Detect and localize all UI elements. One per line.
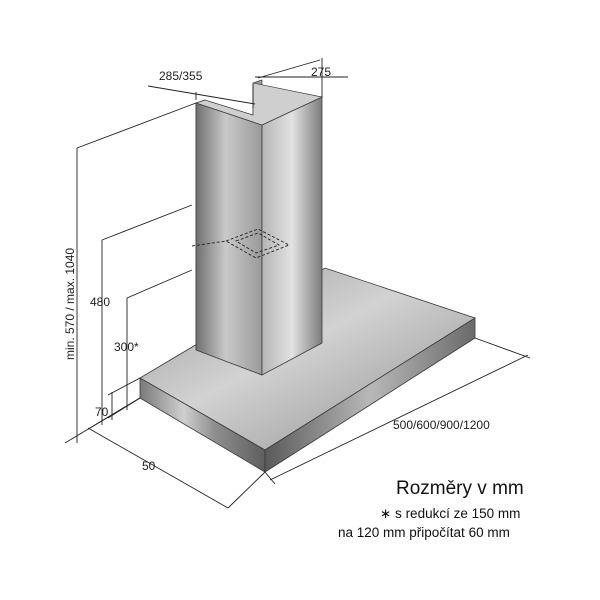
chimney-left-face [195,102,263,376]
legend-note-line-1: ∗ s redukcí ze 150 mm [380,506,520,521]
dimension-legend: Rozměry v mm ∗ s redukcí ze 150 mm na 12… [338,478,524,540]
dim-canopy-depth-50: 50 [142,459,156,473]
dimension-lines [64,58,531,509]
dim-height-480: 480 [90,295,110,309]
dim-total-height: min. 570 / max. 1040 [63,248,77,360]
legend-title: Rozměry v mm [396,478,524,499]
dim-canopy-height-70: 70 [95,405,109,419]
dim-height-300: 300* [114,340,139,354]
duct-outlet-hidden-lines [191,228,291,259]
hood-illustration [139,79,476,473]
dim-chimney-depth: 275 [311,65,331,79]
dim-chimney-width: 285/355 [159,69,203,83]
dim-canopy-width: 500/600/900/1200 [393,418,490,432]
legend-note-line-2: na 120 mm připočítat 60 mm [338,525,510,540]
chimney-right-face [261,96,323,376]
